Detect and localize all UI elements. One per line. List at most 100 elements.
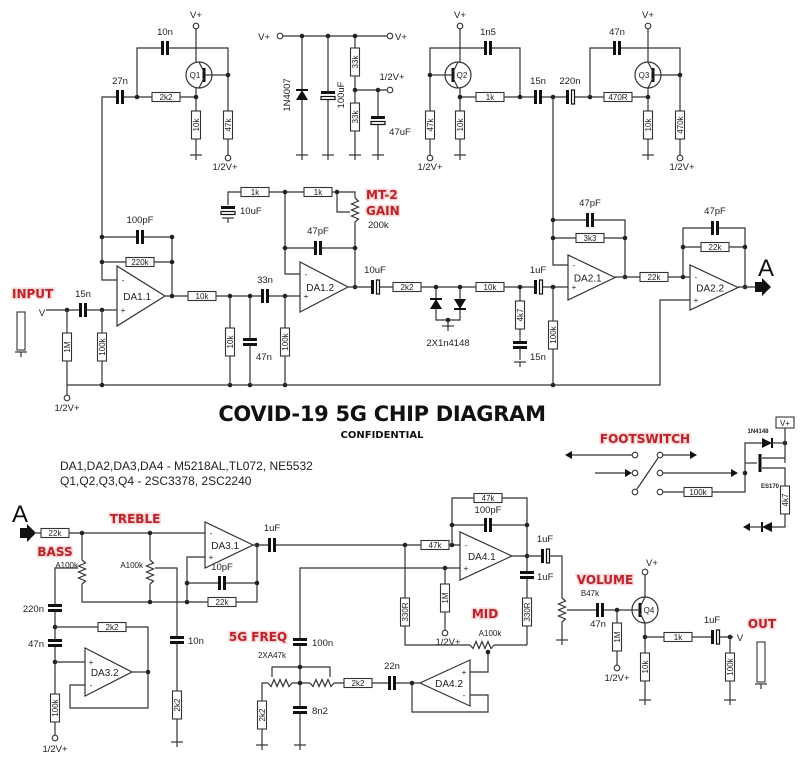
capacitor-value: 1uF — [264, 523, 281, 534]
wire — [55, 626, 149, 709]
capacitor — [268, 537, 276, 553]
ground-icon — [349, 154, 361, 160]
inverting-input-sign: - — [210, 529, 213, 538]
resistor-value: 22k — [216, 598, 230, 607]
resistor: 2k2 — [151, 91, 181, 103]
ground-icon — [190, 154, 202, 160]
resistor: 22k — [700, 241, 730, 253]
resistor: 1k — [663, 631, 693, 643]
capacitor — [218, 575, 226, 591]
electrolytic-capacitor — [534, 279, 544, 295]
volume-label: VOLUME — [577, 573, 633, 587]
ground-icon — [296, 154, 308, 160]
arrow-left-icon — [743, 523, 750, 531]
capacitor-value: 1n5 — [480, 27, 496, 38]
terminal — [631, 488, 639, 496]
op-amp-label: DA1.2 — [306, 283, 334, 294]
footswitch-label: FOOTSWITCH — [600, 432, 690, 446]
junction-dot — [325, 33, 331, 39]
resistor: 4k7 — [514, 300, 526, 330]
junction-dot — [297, 664, 303, 670]
resistor-value: 100k — [726, 657, 735, 675]
ground-icon — [222, 217, 234, 223]
component-label: 1N4148 — [747, 429, 769, 435]
supply-label: V+ — [642, 10, 654, 21]
resistor-value: 470k — [676, 115, 685, 133]
op-amp-da2-1: -+DA2.1 — [567, 254, 617, 301]
terminal — [426, 154, 434, 162]
gain-label: GAIN — [366, 204, 400, 218]
capacitor — [512, 341, 528, 349]
resistor: 3k3 — [575, 232, 605, 244]
transistor: Q2 — [444, 61, 472, 89]
junction-dot — [457, 284, 463, 290]
resistor: 100k — [724, 652, 736, 682]
junction-dot — [99, 259, 105, 265]
capacitor-value: 10n — [188, 636, 204, 647]
resistor-value: 4k7 — [781, 493, 790, 506]
wire — [552, 97, 568, 266]
footswitch-lever[interactable] — [636, 457, 659, 490]
resistor: 47k — [424, 110, 436, 140]
resistor: 10k — [639, 652, 651, 682]
capacitor-value: 10uF — [364, 265, 386, 276]
capacitor-value: 1uF — [537, 572, 554, 583]
inverting-input-sign: - — [305, 270, 308, 279]
wire — [663, 442, 762, 493]
electrolytic-capacitor — [370, 116, 386, 126]
resistor: 470R — [603, 91, 633, 103]
resistor-value: 1k — [486, 93, 495, 102]
resistor-value: 22k — [49, 529, 63, 538]
junction-dot — [485, 649, 491, 655]
transistor-label: Q2 — [457, 71, 468, 80]
resistor-value: 330R — [401, 602, 410, 621]
junction-dot — [352, 33, 358, 39]
capacitor — [261, 288, 269, 304]
resistor-value: 10k — [192, 118, 201, 132]
ground-icon — [724, 699, 736, 705]
resistor: 2k2 — [392, 281, 422, 293]
supply-label: 1/2V+ — [669, 162, 695, 173]
inverting-input-sign: - — [90, 681, 93, 690]
gain-label: MT-2 — [366, 188, 398, 202]
resistor-value: 10k — [484, 283, 498, 292]
resistor-value: 470R — [608, 93, 627, 102]
capacitor-value: 1uF — [530, 265, 547, 276]
junction-dot — [622, 235, 628, 241]
resistor: 1M — [61, 332, 73, 362]
capacitor-value: 47n — [609, 27, 625, 38]
junction-dot — [225, 72, 231, 78]
junction-dot — [457, 94, 463, 100]
output-jack[interactable] — [756, 641, 766, 683]
junction-dot — [99, 234, 105, 240]
junction-dot — [680, 244, 686, 250]
terminal — [224, 154, 232, 162]
input-jack[interactable] — [16, 311, 26, 351]
wire — [54, 567, 78, 735]
resistor-value: 10k — [226, 335, 235, 349]
op-amp-label: DA4.1 — [468, 552, 496, 563]
capacitor-value: 100uF — [336, 81, 347, 108]
capacitor — [161, 40, 169, 56]
terminal — [456, 22, 464, 30]
resistor-value: 100k — [689, 488, 707, 497]
noninverting-input-sign: + — [209, 553, 214, 562]
junction-dot — [524, 522, 530, 528]
transistor: Q4 — [631, 596, 659, 624]
wire — [435, 287, 461, 321]
junction-dot — [282, 245, 288, 251]
op-amp-da1-2: -+DA1.2 — [299, 261, 350, 313]
resistor: 1k — [240, 186, 270, 198]
led — [761, 522, 772, 532]
capacitor — [292, 638, 308, 646]
op-amp-da4-1: -+DA4.1 — [459, 531, 514, 581]
resistor: 100k — [279, 327, 291, 357]
resistor-value: 10k — [641, 660, 650, 674]
resistor: 470k — [674, 110, 686, 140]
ground-icon — [294, 744, 306, 750]
resistor: 10k — [454, 110, 466, 140]
component-label: B47k — [581, 589, 600, 598]
capacitor — [169, 636, 185, 644]
junction-dot — [352, 87, 358, 93]
jack-label: V — [737, 633, 744, 644]
